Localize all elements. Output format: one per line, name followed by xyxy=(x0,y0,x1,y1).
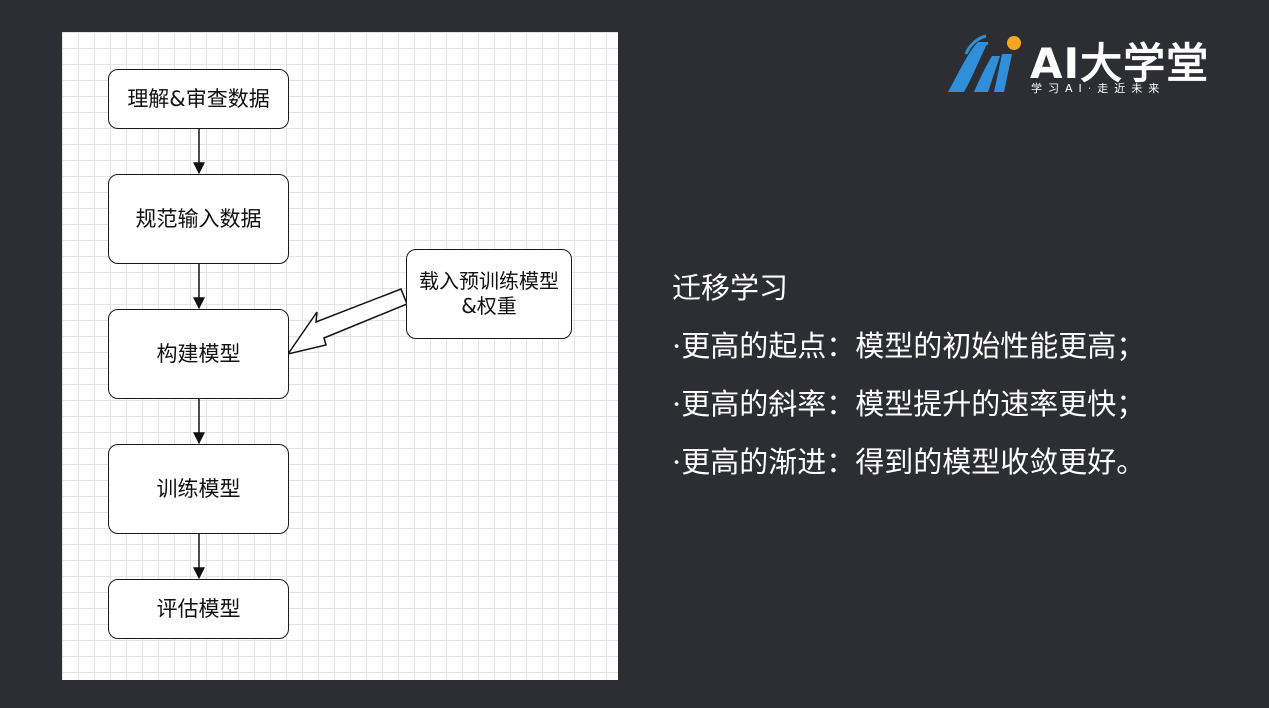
node-evaluate-model: 评估模型 xyxy=(108,579,289,639)
logo-mark-icon xyxy=(948,34,1021,92)
node-load-pretrained: 载入预训练模型 &权重 xyxy=(406,249,572,339)
logo-subtitle: 学习AI·走近未来 xyxy=(1031,82,1166,95)
edge-pretrained-to-build-block-arrow xyxy=(286,288,408,356)
bullet-higher-asymptote: ·更高的渐进：得到的模型收敛更好。 xyxy=(672,445,1146,479)
logo-title: AI大学堂 xyxy=(1030,39,1210,88)
flowchart-panel: 理解&审查数据 规范输入数据 构建模型 训练模型 评估模型 载入预训练模型 &权… xyxy=(62,32,618,680)
section-title: 迁移学习 xyxy=(672,271,789,305)
bullet-higher-slope: ·更高的斜率：模型提升的速率更快； xyxy=(672,387,1146,421)
bullet-higher-start: ·更高的起点：模型的初始性能更高； xyxy=(672,329,1146,363)
transfer-learning-text: 迁移学习 ·更高的起点：模型的初始性能更高； ·更高的斜率：模型提升的速率更快；… xyxy=(672,266,1145,498)
brand-logo: AI大学堂 学习AI·走近未来 xyxy=(944,34,1234,98)
node-understand-data: 理解&审查数据 xyxy=(108,69,289,129)
node-normalize-input: 规范输入数据 xyxy=(108,174,289,264)
node-build-model: 构建模型 xyxy=(108,309,289,399)
node-train-model: 训练模型 xyxy=(108,444,289,534)
flowchart-edges xyxy=(193,129,408,580)
